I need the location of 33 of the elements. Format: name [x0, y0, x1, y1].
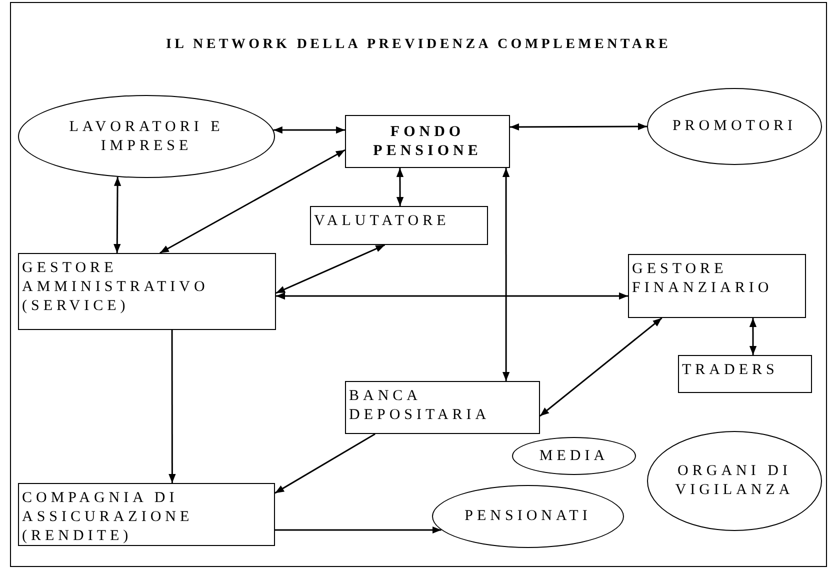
arrow	[502, 168, 510, 381]
process-box	[678, 355, 812, 393]
node-label: GESTORE FINANZIARIO	[632, 260, 774, 298]
process-box	[18, 253, 276, 330]
process-box	[345, 381, 540, 434]
arrow	[749, 318, 757, 355]
node-label: GESTORE AMMINISTRATIVO (SERVICE)	[22, 259, 210, 316]
arrow	[273, 126, 345, 134]
arrow	[276, 244, 386, 294]
process-box	[18, 483, 275, 546]
node-label: MEDIA	[539, 446, 609, 466]
arrow	[276, 292, 628, 300]
node-label: PROMOTORI	[672, 117, 797, 136]
node-label: BANCA DEPOSITARIA	[349, 387, 492, 425]
arrow	[114, 176, 122, 253]
arrow	[396, 168, 404, 206]
node-label: VALUTATORE	[314, 212, 450, 231]
arrow	[275, 526, 442, 534]
diagram-title: IL NETWORK DELLA PREVIDENZA COMPLEMENTARE	[164, 37, 672, 53]
arrow	[160, 149, 346, 254]
node-label: COMPAGNIA DI ASSICURAZIONE (RENDITE)	[22, 489, 194, 546]
arrow	[510, 122, 647, 131]
node-label: FONDO PENSIONE	[372, 122, 483, 160]
arrow	[274, 433, 376, 494]
node-label: LAVORATORI E IMPRESE	[68, 118, 225, 156]
node-label: ORGANI DI VIGILANZA	[674, 462, 795, 500]
process-box	[345, 115, 510, 168]
arrow	[540, 317, 662, 417]
node-label: TRADERS	[682, 361, 778, 380]
process-box	[310, 206, 488, 245]
node-label: PENSIONATI	[464, 507, 592, 526]
process-box	[628, 254, 806, 318]
arrow	[168, 330, 176, 483]
